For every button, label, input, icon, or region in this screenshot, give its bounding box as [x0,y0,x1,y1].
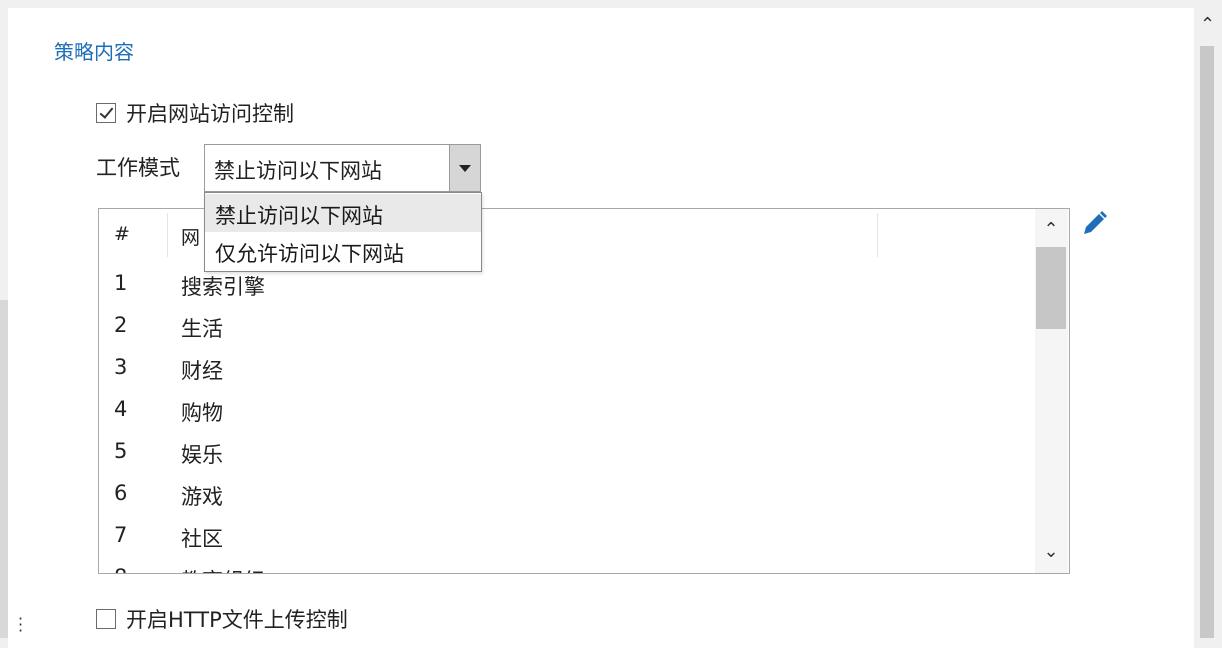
row-name: 娱乐 [181,443,223,467]
page-scrollbar[interactable]: ⌃ [1196,0,1222,638]
row-number: 6 [114,481,128,505]
row-number: 1 [114,271,128,295]
vertical-dots-icon[interactable]: ··· [18,609,24,640]
work-mode-value: 禁止访问以下网站 [214,159,382,183]
table-row[interactable]: 5 娱乐 [99,433,1034,475]
chevron-up-icon[interactable]: ⌃ [1043,219,1059,240]
column-header-index[interactable]: # [114,223,130,245]
table-row[interactable]: 2 生活 [99,307,1034,349]
http-upload-control-row[interactable]: 开启HTTP文件上传控制 [96,604,348,634]
section-title: 策略内容 [54,40,134,64]
chevron-up-icon[interactable]: ⌃ [1200,14,1216,35]
row-number: 2 [114,313,128,337]
table-row[interactable]: 4 购物 [99,391,1034,433]
table-row[interactable]: 6 游戏 [99,475,1034,517]
page-scrollbar-thumb[interactable] [1200,46,1214,638]
column-divider [167,213,168,257]
table-scrollbar[interactable]: ⌃ ⌄ [1035,209,1068,573]
row-name: 教育组织 [181,565,265,573]
work-mode-select[interactable]: 禁止访问以下网站 [204,144,481,192]
chevron-down-icon[interactable] [449,145,480,191]
chevron-down-icon[interactable]: ⌄ [1043,541,1059,562]
table-row[interactable]: 1 搜索引擎 [99,265,1034,307]
row-name: 生活 [181,317,223,341]
row-number: 5 [114,439,128,463]
row-number: 7 [114,523,128,547]
table-row[interactable]: 8 教育组织 [99,559,1034,573]
table-row[interactable]: 3 财经 [99,349,1034,391]
row-number: 8 [114,565,127,573]
left-edge-strip [0,300,8,638]
work-mode-dropdown: 禁止访问以下网站 仅允许访问以下网站 [204,192,482,272]
website-control-row[interactable]: 开启网站访问控制 [96,98,294,128]
pencil-icon[interactable] [1078,208,1110,240]
row-name: 购物 [181,401,223,425]
row-number: 4 [114,397,128,421]
row-name: 搜索引擎 [181,275,265,299]
scrollbar-thumb[interactable] [1036,247,1066,329]
work-mode-label: 工作模式 [96,156,180,180]
website-control-label: 开启网站访问控制 [126,102,294,126]
row-name: 游戏 [181,485,223,509]
row-name: 社区 [181,527,223,551]
http-upload-control-checkbox[interactable] [96,609,116,629]
dropdown-option-deny[interactable]: 禁止访问以下网站 [205,194,481,232]
website-control-checkbox[interactable] [96,103,116,123]
http-upload-control-label: 开启HTTP文件上传控制 [126,608,348,632]
dropdown-option-allow[interactable]: 仅允许访问以下网站 [215,242,404,266]
row-name: 财经 [181,359,223,383]
row-number: 3 [114,355,128,379]
column-divider [877,213,878,257]
table-row[interactable]: 7 社区 [99,517,1034,559]
column-header-name[interactable]: 网 [181,227,201,249]
